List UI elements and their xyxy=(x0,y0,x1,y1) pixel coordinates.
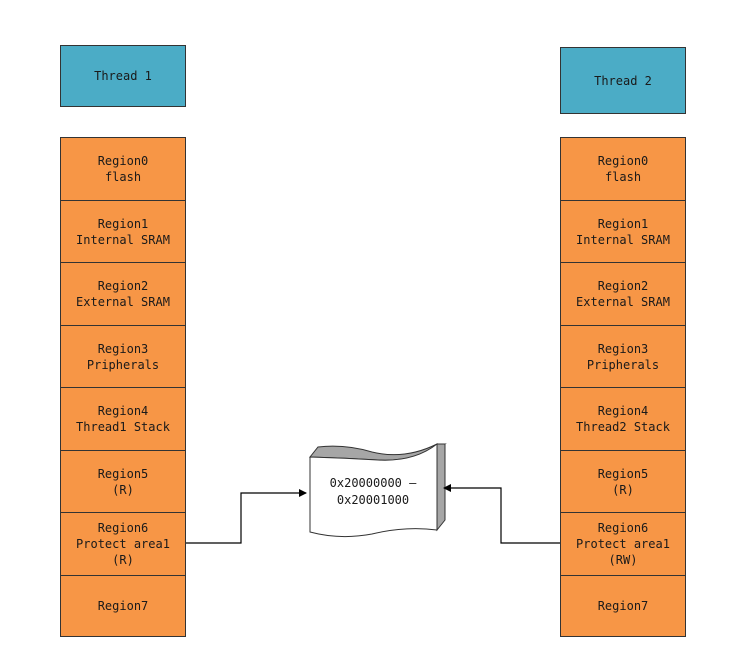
region-description: Pripherals xyxy=(86,357,160,372)
thread2-region4: Region4 Thread2 Stack xyxy=(560,387,686,451)
thread1-region6: Region6 Protect area1 (R) xyxy=(60,512,186,576)
thread2-region3: Region3 Pripherals xyxy=(560,325,686,388)
thread2-region7: Region7 xyxy=(560,575,686,637)
thread2-box: Thread 2 xyxy=(560,47,686,114)
thread1-title: Thread 1 xyxy=(94,69,152,83)
region-name: Region2 xyxy=(97,279,149,293)
region-description: Protect area1 xyxy=(76,537,170,551)
region-access: (R) xyxy=(112,553,134,567)
region-description: Pripherals xyxy=(586,357,660,372)
region-description: (R) xyxy=(112,482,134,497)
memory-start-address: 0x20000000 – xyxy=(329,476,417,490)
region-name: Region7 xyxy=(97,599,149,613)
region-name: Region0 xyxy=(97,154,149,168)
region-name: Region6 xyxy=(597,521,649,535)
region-description: Internal SRAM xyxy=(76,232,170,247)
region-name: Region0 xyxy=(597,154,649,168)
thread1-region7: Region7 xyxy=(60,575,186,637)
region-description: Thread1 Stack xyxy=(76,420,170,434)
thread2-region5: Region5 (R) xyxy=(560,450,686,513)
thread1-region-table: Region0 flash Region1 Internal SRAM Regi… xyxy=(60,137,186,637)
region-description: External SRAM xyxy=(76,295,170,309)
region-description: flash xyxy=(104,170,142,184)
region-name: Region5 xyxy=(597,466,649,481)
region-description: External SRAM xyxy=(576,295,670,309)
region-name: Region6 xyxy=(97,521,149,535)
thread1-region3: Region3 Pripherals xyxy=(60,325,186,388)
memory-end-address: 0x20001000 xyxy=(336,493,410,507)
region-name: Region1 xyxy=(597,216,649,231)
connector-thread1-to-memory xyxy=(186,489,307,544)
shared-memory-label: 0x20000000 – 0x20001000 xyxy=(312,475,434,509)
thread1-region0: Region0 flash xyxy=(60,137,186,201)
region-name: Region2 xyxy=(597,279,649,293)
thread2-region0: Region0 flash xyxy=(560,137,686,201)
region-description: Protect area1 xyxy=(576,537,670,551)
region-description: Thread2 Stack xyxy=(576,420,670,434)
connector-thread2-to-memory xyxy=(443,484,560,544)
region-access: (RW) xyxy=(608,553,638,567)
thread1-region4: Region4 Thread1 Stack xyxy=(60,387,186,451)
region-name: Region5 xyxy=(97,466,149,481)
region-description: Internal SRAM xyxy=(576,232,670,247)
thread1-region2: Region2 External SRAM xyxy=(60,262,186,326)
thread2-region-table: Region0 flash Region1 Internal SRAM Regi… xyxy=(560,137,686,637)
thread1-region1: Region1 Internal SRAM xyxy=(60,200,186,263)
region-name: Region3 xyxy=(597,341,649,356)
thread2-title: Thread 2 xyxy=(594,73,652,88)
thread2-region6: Region6 Protect area1 (RW) xyxy=(560,512,686,576)
thread2-region2: Region2 External SRAM xyxy=(560,262,686,326)
memory-front-face xyxy=(309,442,438,538)
region-name: Region1 xyxy=(97,216,149,231)
thread2-region1: Region1 Internal SRAM xyxy=(560,200,686,263)
region-name: Region7 xyxy=(597,599,649,613)
region-name: Region3 xyxy=(97,341,149,356)
thread1-region5: Region5 (R) xyxy=(60,450,186,513)
region-name: Region4 xyxy=(97,404,149,418)
region-description: flash xyxy=(604,170,642,184)
memory-right-face xyxy=(436,443,446,532)
shared-memory-shape xyxy=(308,442,447,538)
region-name: Region4 xyxy=(597,404,649,418)
thread1-box: Thread 1 xyxy=(60,45,186,107)
region-description: (R) xyxy=(612,482,634,497)
